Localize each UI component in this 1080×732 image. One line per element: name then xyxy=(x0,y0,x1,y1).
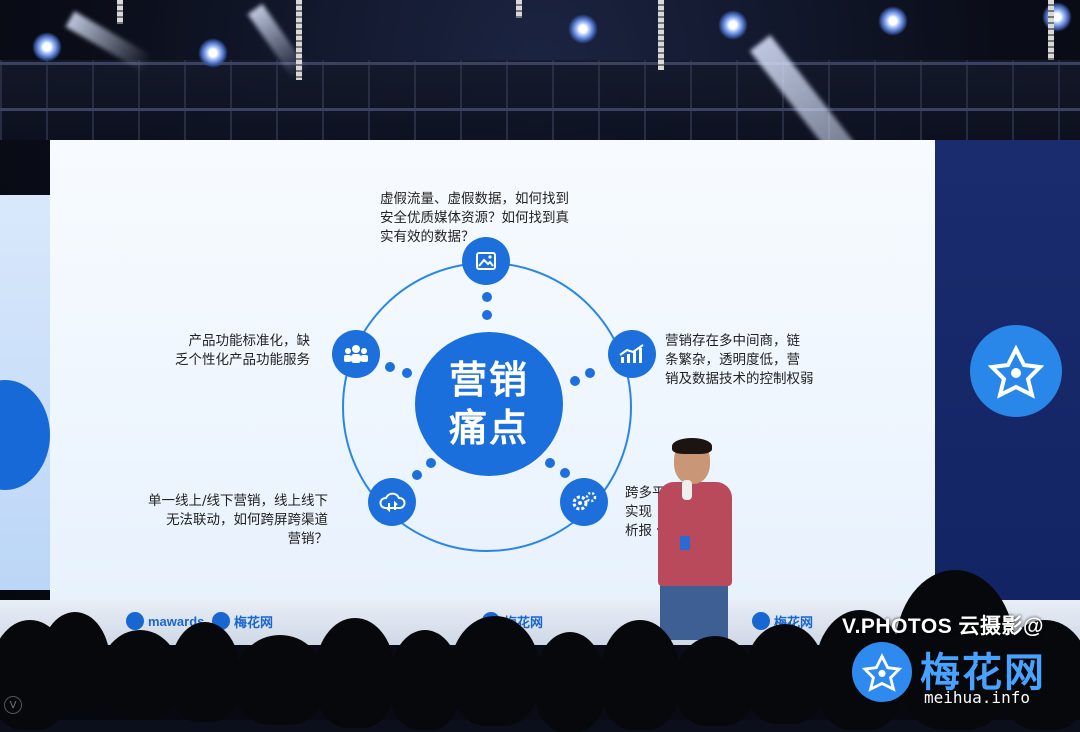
brand-watermark-url: meihua.info xyxy=(924,688,1030,707)
connector-dot xyxy=(570,376,580,386)
chandelier xyxy=(658,0,664,70)
meihua-logo-icon xyxy=(852,642,912,702)
center-title-line1: 营销 xyxy=(448,358,529,402)
audience-head xyxy=(170,622,240,722)
audience-head xyxy=(390,630,460,730)
corner-v-mark: V xyxy=(4,696,22,714)
connector-dot xyxy=(385,362,395,372)
speaker-person xyxy=(652,438,738,640)
audience-head xyxy=(675,636,755,726)
connector-dot xyxy=(545,458,555,468)
point-right-text: 营销存在多中间商，链 条繁杂，透明度低，营 销及数据技术的控制权弱 xyxy=(665,333,814,387)
stage-light xyxy=(198,38,228,68)
audience-head xyxy=(235,635,325,725)
mawards-logo-icon xyxy=(126,612,144,630)
speaker-hair xyxy=(672,438,712,454)
lanyard-badge xyxy=(680,536,690,550)
band-logo: mawards xyxy=(126,610,204,632)
audience-head xyxy=(40,612,110,712)
chart-icon xyxy=(608,330,656,378)
audience-head xyxy=(450,616,540,726)
microphone xyxy=(682,480,692,500)
image-icon xyxy=(462,237,510,285)
truss-bar xyxy=(0,108,1080,111)
connector-dot xyxy=(402,368,412,378)
audience-head xyxy=(745,624,825,724)
connector-dot xyxy=(482,292,492,302)
connector-dot xyxy=(426,458,436,468)
brand-watermark-name: 梅花网 xyxy=(920,650,1046,696)
speaker-jeans xyxy=(660,582,728,640)
center-title-line2: 痛点 xyxy=(448,406,529,450)
cloud-sync-icon xyxy=(368,478,416,526)
gears-icon xyxy=(560,478,608,526)
point-top-text: 虚假流量、虚假数据，如何找到 安全优质媒体资源？如何找到真 实有效的数据？ xyxy=(380,191,569,245)
stage-light xyxy=(568,14,598,44)
center-topic-circle: 营销 痛点 xyxy=(415,332,563,476)
speaker-shirt xyxy=(658,482,732,586)
connector-dot xyxy=(482,310,492,320)
band-logo-text: mawards xyxy=(148,613,205,629)
band-logo-text: 梅花网 xyxy=(234,614,274,630)
audience-head xyxy=(895,570,1015,730)
audience xyxy=(0,570,1080,732)
audience-head xyxy=(1000,620,1080,730)
connector-dot xyxy=(560,468,570,478)
connector-dot xyxy=(412,470,422,480)
stage-light xyxy=(32,32,62,62)
chandelier xyxy=(1048,0,1054,60)
lighting-truss xyxy=(0,60,1080,140)
presentation-screen: 营销 痛点 虚假流量、虚假数据，如何找到 安全优质媒体资源？如何找到真 实有效的… xyxy=(50,140,935,602)
chandelier xyxy=(516,0,522,18)
connector-dot xyxy=(585,368,595,378)
photo-credit-watermark: V.PHOTOS 云摄影@ xyxy=(842,615,1045,638)
point-left-text: 产品功能标准化，缺 乏个性化产品功能服务 xyxy=(175,333,310,368)
chandelier xyxy=(296,0,302,80)
audience-head xyxy=(535,632,605,732)
audience-head xyxy=(100,630,180,720)
chandelier xyxy=(117,0,123,24)
point-bottom-left-text: 单一线上/线下营销，线上线下 无法联动，如何跨屏跨渠道 营销？ xyxy=(148,493,329,547)
stage-light xyxy=(718,10,748,40)
audience-head xyxy=(600,620,680,730)
stage-light xyxy=(878,6,908,36)
truss-bar xyxy=(0,62,1080,65)
stage-light xyxy=(1042,2,1072,32)
meihua-logo-icon xyxy=(970,325,1062,417)
meihua-logo-icon xyxy=(752,612,770,630)
audience-head xyxy=(315,618,395,728)
people-icon xyxy=(332,330,380,378)
